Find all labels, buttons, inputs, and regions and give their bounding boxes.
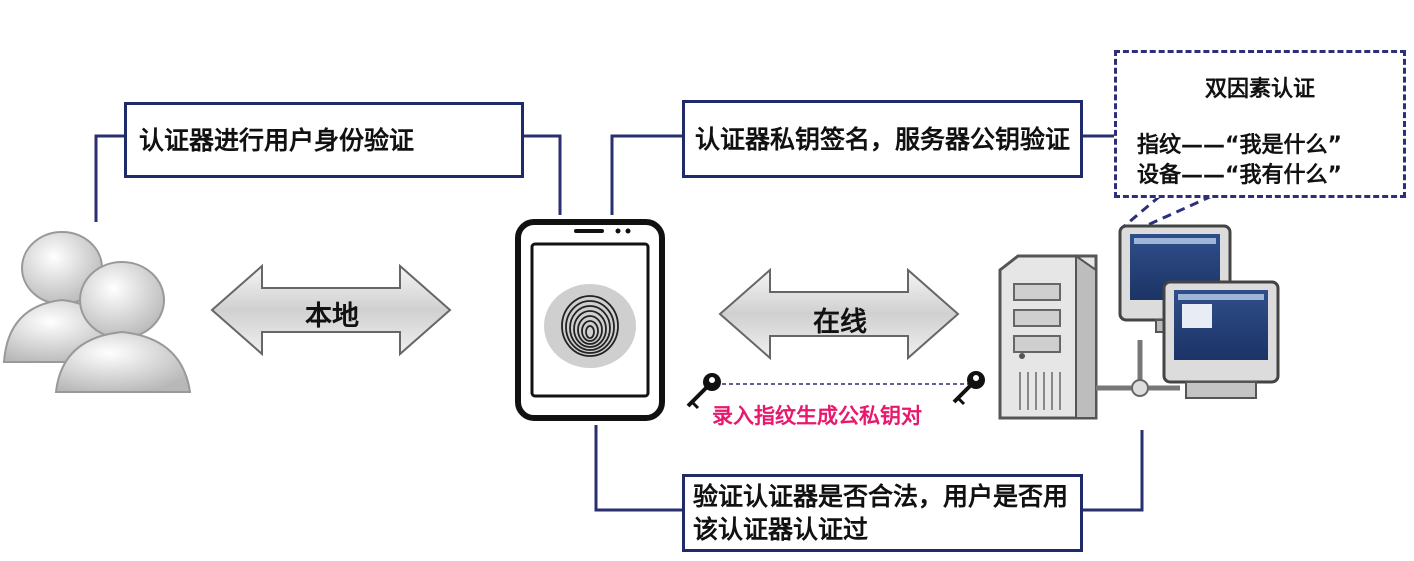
local-auth-box: 认证器进行用户身份验证 (124, 102, 524, 178)
users-icon (2, 231, 192, 393)
sign-verify-box: 认证器私钥签名，服务器公钥验证 (682, 100, 1083, 178)
local-double-arrow (210, 263, 452, 357)
key-icon (952, 371, 985, 406)
connector-lines (94, 134, 1144, 512)
callout-pointer (1121, 194, 1213, 234)
server-icon (998, 254, 1098, 420)
two-factor-title: 双因素认证 (1204, 77, 1315, 102)
local-label: 本地 (305, 301, 359, 332)
two-factor-line2: 设备——“我有什么” (1137, 163, 1342, 188)
key-icon (686, 373, 721, 410)
monitor-icon (1162, 280, 1280, 399)
online-double-arrow (718, 267, 960, 361)
keypair-label: 录入指纹生成公私钥对 (712, 404, 922, 428)
check-legal-box: 验证认证器是否合法，用户是否用该认证器认证过 (682, 474, 1083, 552)
fingerprint-icon (544, 284, 636, 368)
local-auth-text: 认证器进行用户身份验证 (139, 125, 415, 155)
two-factor-line1: 指纹——“我是什么” (1137, 133, 1342, 158)
sign-verify-text: 认证器私钥签名，服务器公钥验证 (694, 124, 1070, 154)
check-legal-text: 验证认证器是否合法，用户是否用该认证器认证过 (693, 482, 1069, 544)
online-label: 在线 (813, 307, 867, 338)
two-factor-callout: 双因素认证 指纹——“我是什么” 设备——“我有什么” (1114, 50, 1406, 198)
